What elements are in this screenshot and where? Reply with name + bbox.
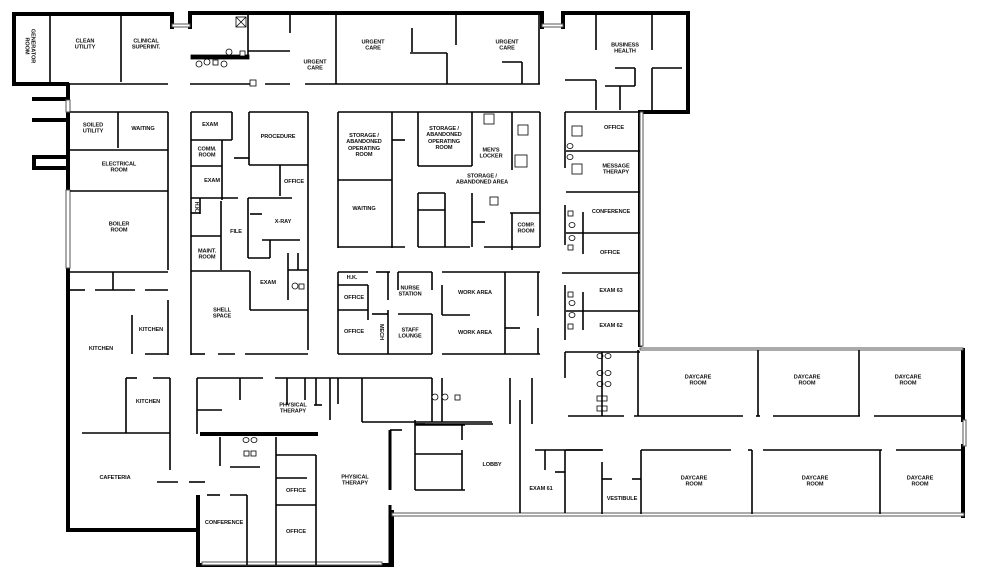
room-label-kitchen-2: KITCHEN xyxy=(138,326,164,333)
room-label-message-therapy: MESSAGE THERAPY xyxy=(602,163,630,176)
room-label-waiting-2: WAITING xyxy=(352,205,376,212)
room-label-comm-room: COMM. ROOM xyxy=(197,146,217,159)
room-label-file: FILE xyxy=(230,228,242,235)
room-label-conference-2: CONFERENCE xyxy=(591,208,631,215)
room-label-storage-area: STORAGE / ABANDONED AREA xyxy=(455,173,509,186)
room-label-kitchen-3: KITCHEN xyxy=(135,398,161,405)
room-label-procedure: PROCEDURE xyxy=(260,133,296,140)
room-label-clinical-superint: CLINICAL SUPERINT. xyxy=(131,38,161,51)
room-label-exam-61: EXAM 61 xyxy=(529,485,553,492)
room-label-generator-room: GENERATOR ROOM xyxy=(23,28,36,64)
room-label-nurse-station: NURSE STATION xyxy=(398,285,422,298)
room-label-lobby: LOBBY xyxy=(482,461,502,468)
room-label-exam-1: EXAM xyxy=(202,121,218,128)
interior-walls xyxy=(49,14,963,565)
room-label-maint-room: MAINT. ROOM xyxy=(197,248,217,261)
windows xyxy=(65,23,967,566)
room-label-kitchen-1: KITCHEN xyxy=(88,345,114,352)
room-label-urgent-care-2: URGENT CARE xyxy=(361,39,385,52)
room-label-staff-lounge: STAFF LOUNGE xyxy=(398,327,422,340)
room-label-daycare-4: DAYCARE ROOM xyxy=(680,475,708,488)
room-label-physical-therapy-1: PHYSICAL THERAPY xyxy=(279,402,307,415)
room-label-office-g: OFFICE xyxy=(286,528,306,535)
room-label-work-area-1: WORK AREA xyxy=(457,289,493,296)
room-label-daycare-1: DAYCARE ROOM xyxy=(684,374,712,387)
room-label-hk-2: H.K. xyxy=(346,274,358,281)
room-label-conference-1: CONFERENCE xyxy=(204,519,244,526)
room-label-mech: MECH xyxy=(378,323,385,341)
room-label-office-a: OFFICE xyxy=(284,178,304,185)
room-label-daycare-2: DAYCARE ROOM xyxy=(793,374,821,387)
fixtures xyxy=(190,16,612,457)
room-label-work-area-2: WORK AREA xyxy=(457,329,493,336)
room-label-daycare-6: DAYCARE ROOM xyxy=(906,475,934,488)
room-label-electrical-room: ELECTRICAL ROOM xyxy=(101,161,137,174)
room-label-office-b: OFFICE xyxy=(344,294,364,301)
room-label-mens-locker: MEN'S LOCKER xyxy=(479,147,503,160)
room-label-business-health: BUSINESS HEALTH xyxy=(611,42,639,55)
room-label-office-f: OFFICE xyxy=(286,487,306,494)
room-label-soiled-utility: SOILED UTILITY xyxy=(82,122,104,135)
room-label-exam-62: EXAM 62 xyxy=(599,322,623,329)
room-label-daycare-5: DAYCARE ROOM xyxy=(801,475,829,488)
room-label-waiting-1: WAITING xyxy=(131,125,155,132)
room-label-exam-3: EXAM xyxy=(260,279,276,286)
room-label-clean-utility: CLEAN UTILITY xyxy=(74,38,96,51)
room-label-urgent-care-3: URGENT CARE xyxy=(495,39,519,52)
room-label-exam-2: EXAM xyxy=(204,177,220,184)
room-label-comp-room: COMP. ROOM xyxy=(517,222,535,235)
room-label-cafeteria: CAFETERIA xyxy=(99,474,131,481)
room-label-storage-op-room-2: STORAGE / ABANDONED OPERATING ROOM xyxy=(426,126,462,152)
room-label-boiler-room: BOILER ROOM xyxy=(108,221,130,234)
room-label-office-c: OFFICE xyxy=(344,328,364,335)
room-label-vestibule: VESTIBULE xyxy=(606,495,638,502)
room-label-daycare-3: DAYCARE ROOM xyxy=(894,374,922,387)
room-label-office-d: OFFICE xyxy=(604,124,624,131)
room-label-exam-63: EXAM 63 xyxy=(599,287,623,294)
room-label-storage-op-room-1: STORAGE / ABANDONED OPERATING ROOM xyxy=(346,133,382,159)
room-label-x-ray: X-RAY xyxy=(274,218,292,225)
room-label-office-e: OFFICE xyxy=(600,249,620,256)
room-label-hk-1: H.K. xyxy=(193,201,200,213)
room-label-physical-therapy-2: PHYSICAL THERAPY xyxy=(341,474,369,487)
room-label-urgent-care-1: URGENT CARE xyxy=(303,59,327,72)
room-label-shell-space: SHELL SPACE xyxy=(212,307,232,320)
